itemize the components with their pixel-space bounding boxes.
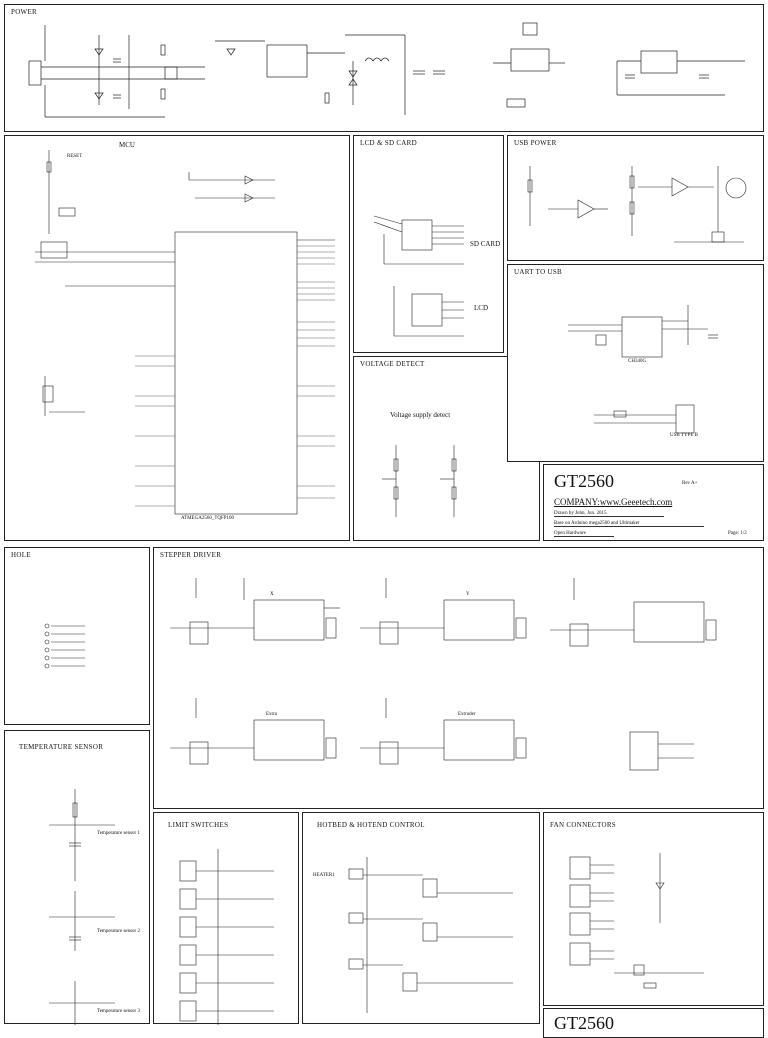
stepper-driver-title: STEPPER DRIVER: [160, 551, 222, 559]
stepper-driver-schematic: [170, 578, 717, 771]
stepper-extra-label: Extra: [266, 712, 277, 717]
title-block-rev: Rev A+: [682, 481, 698, 486]
temperature-sensor-panel: TEMPERATURE SENSOR Temperature sensor 1 …: [4, 730, 150, 1025]
usb-type-b-label: USB TYPE B: [670, 433, 698, 438]
title-block-base: Base on Arduino mega2560 and Ultimaker: [554, 521, 704, 527]
stepper-driver-panel: STEPPER DRIVER X Y Extra Extruder: [153, 547, 764, 809]
hole-panel: HOLE: [4, 547, 150, 725]
fan-connectors-panel: FAN CONNECTORS: [543, 812, 764, 1006]
power-panel: POWER: [4, 4, 764, 132]
limit-switches-schematic: [179, 849, 274, 1025]
title-block: GT2560 Rev A+ COMPANY:www.Geeetech.com D…: [543, 464, 764, 541]
power-schematic: [28, 22, 745, 118]
power-title: POWER: [11, 8, 37, 16]
hotbed-hotend-schematic: [348, 857, 513, 1013]
voltage-supply-detect-label: Voltage supply detect: [390, 411, 451, 419]
title-block-title: GT2560: [554, 471, 614, 491]
uart-usb-panel: UART TO USB CH340G USB TYPE B: [507, 264, 764, 462]
limit-switches-title: LIMIT SWITCHES: [168, 821, 229, 829]
title-block-page: Page: 1/2: [728, 531, 747, 536]
hole-schematic: [44, 623, 85, 669]
reset-label: RESET: [67, 154, 83, 159]
usb-power-title: USB POWER: [514, 139, 557, 147]
title-block-company: COMPANY:www.Geeetech.com: [554, 497, 673, 507]
sd-card-label: SD CARD: [470, 240, 501, 248]
ch340g-label: CH340G: [628, 359, 647, 364]
title-block-open: Open Hardware: [554, 531, 614, 537]
temp-sensor-2-label: Temperature sensor 2: [97, 929, 140, 934]
lcd-sd-panel: LCD & SD CARD SD CARD LCD: [353, 135, 504, 353]
mcu-title: MCU: [119, 141, 135, 149]
lcd-sd-schematic: [373, 215, 464, 337]
lcd-sd-title: LCD & SD CARD: [360, 139, 417, 147]
temp-sensor-1-label: Temperature sensor 1: [97, 831, 140, 836]
temperature-sensor-schematic: [49, 789, 115, 1025]
lcd-label: LCD: [474, 304, 488, 312]
mcu-schematic: [35, 150, 335, 515]
title-block-2: GT2560: [543, 1008, 764, 1038]
fan-connectors-title: FAN CONNECTORS: [550, 821, 616, 829]
stepper-y-label: Y: [466, 592, 470, 597]
hotbed-label: HEATER1: [313, 873, 335, 878]
fan-connectors-schematic: [569, 853, 704, 989]
voltage-detect-title: VOLTAGE DETECT: [360, 360, 425, 368]
atmega-label: ATMEGA2560_TQFP100: [181, 516, 235, 521]
hole-title: HOLE: [11, 551, 31, 559]
temp-sensor-3-label: Temperature sensor 3: [97, 1009, 140, 1014]
uart-usb-schematic: [568, 305, 718, 434]
temperature-sensor-title: TEMPERATURE SENSOR: [19, 743, 104, 751]
uart-usb-title: UART TO USB: [514, 268, 563, 276]
voltage-detect-schematic: [382, 445, 457, 517]
title-block-drawn: Drawn by John, Jun. 2015: [554, 511, 664, 517]
usb-power-panel: USB POWER: [507, 135, 764, 261]
mcu-panel: MCU RESET ATMEGA2560_TQFP100: [4, 135, 350, 541]
hotbed-hotend-title: HOTBED & HOTEND CONTROL: [317, 821, 425, 829]
stepper-extruder-label: Extruder: [458, 712, 476, 717]
usb-power-schematic: [527, 166, 747, 243]
hotbed-hotend-panel: HOTBED & HOTEND CONTROL HEATER1: [302, 812, 540, 1024]
limit-switches-panel: LIMIT SWITCHES: [153, 812, 299, 1025]
stepper-x-label: X: [270, 592, 274, 597]
